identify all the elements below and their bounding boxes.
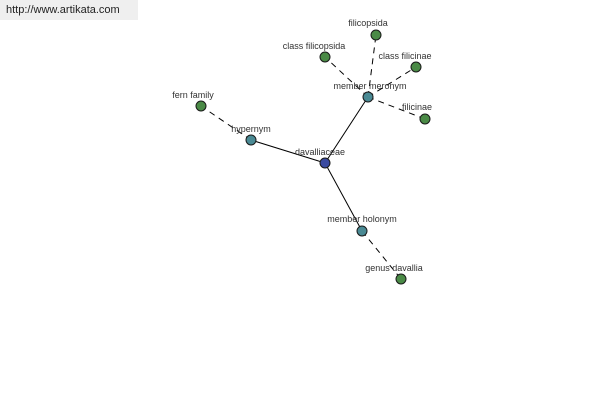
edge-member-meronym-to-class-filicinae bbox=[367, 66, 417, 98]
node-hypernym[interactable] bbox=[245, 134, 257, 146]
node-davalliaceae[interactable] bbox=[319, 157, 331, 169]
nodes-layer bbox=[195, 29, 431, 285]
node-label-class-filicopsida[interactable]: class filicopsida bbox=[283, 41, 346, 51]
node-label-filicinae[interactable]: filicinae bbox=[402, 102, 432, 112]
site-url-watermark[interactable]: http://www.artikata.com bbox=[0, 0, 138, 20]
edge-davalliaceae-to-member-holonym bbox=[324, 162, 363, 232]
node-label-member-holonym[interactable]: member holonym bbox=[327, 214, 397, 224]
edges-layer bbox=[200, 34, 426, 280]
edge-hypernym-to-fern-family bbox=[200, 105, 252, 141]
node-fern-family[interactable] bbox=[195, 100, 207, 112]
node-filicinae[interactable] bbox=[419, 113, 431, 125]
node-member-holonym[interactable] bbox=[356, 225, 368, 237]
node-filicopsida[interactable] bbox=[370, 29, 382, 41]
node-class-filicopsida[interactable] bbox=[319, 51, 331, 63]
edge-davalliaceae-to-hypernym bbox=[250, 139, 326, 164]
node-label-hypernym[interactable]: hypernym bbox=[231, 124, 271, 134]
node-label-member-meronym[interactable]: member meronym bbox=[333, 81, 406, 91]
node-member-meronym[interactable] bbox=[362, 91, 374, 103]
node-class-filicinae[interactable] bbox=[410, 61, 422, 73]
node-label-fern-family[interactable]: fern family bbox=[172, 90, 214, 100]
labels-layer: davalliaceae member meronym hypernym member… bbox=[172, 18, 432, 273]
node-genus-davallia[interactable] bbox=[395, 273, 407, 285]
edge-member-meronym-to-class-filicopsida bbox=[324, 56, 369, 98]
node-label-davalliaceae[interactable]: davalliaceae bbox=[295, 147, 345, 157]
node-label-genus-davallia[interactable]: genus davallia bbox=[365, 263, 423, 273]
node-label-filicopsida[interactable]: filicopsida bbox=[348, 18, 388, 28]
edge-davalliaceae-to-member-meronym bbox=[324, 96, 369, 164]
node-label-class-filicinae[interactable]: class filicinae bbox=[378, 51, 431, 61]
